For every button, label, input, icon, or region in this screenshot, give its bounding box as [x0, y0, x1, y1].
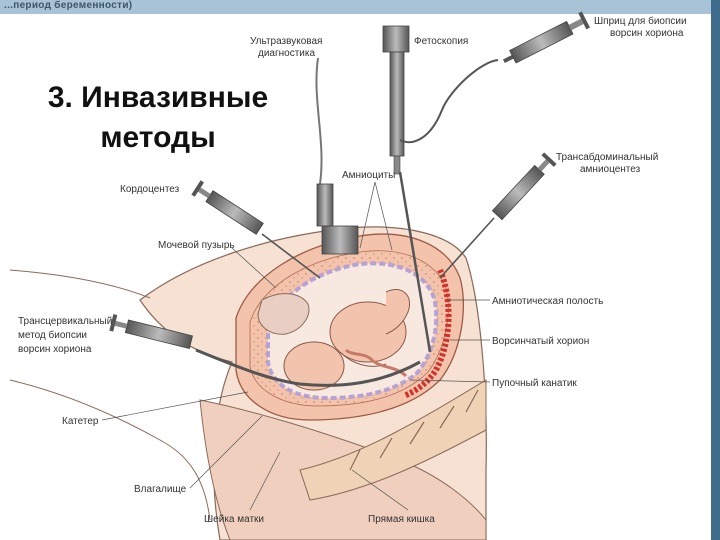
villous-chorion	[402, 268, 452, 399]
label-syringe-chorion-2: ворсин хориона	[610, 28, 684, 39]
umbilical-cord	[344, 348, 408, 378]
syringe-chorion-biopsy	[399, 11, 590, 144]
label-catheter: Катетер	[62, 416, 99, 427]
syringe-transabdominal-amniocentesis	[439, 152, 557, 279]
spine	[299, 379, 487, 501]
top-strip-text: ...период беременности)	[4, 0, 133, 11]
label-villous-chorion: Ворсинчатый хорион	[492, 336, 589, 347]
label-vagina: Влагалище	[134, 484, 187, 495]
top-strip: ...период беременности)	[0, 0, 720, 14]
right-edge-bar	[711, 0, 720, 540]
label-umbilical-cord: Пупочный канатик	[492, 378, 577, 389]
syringe-cordocentesis	[191, 180, 321, 279]
label-fetoscopy: Фетоскопия	[414, 36, 468, 47]
label-cordocentesis: Кордоцентез	[120, 184, 180, 195]
label-bladder: Мочевой пузырь	[158, 240, 235, 251]
bladder	[257, 293, 310, 335]
label-ultrasound-1: Ультразвуковая	[250, 36, 322, 47]
fetoscope	[382, 25, 432, 353]
label-transabdominal-2: амниоцентез	[580, 164, 641, 175]
label-amniocytes: Амниоциты	[342, 170, 395, 181]
leader-lines	[101, 181, 491, 511]
slide-title: 3. Инвазивные методы	[8, 78, 308, 158]
label-ultrasound-2: диагностика	[258, 48, 315, 59]
label-transcervical-2: метод биопсии	[18, 329, 87, 341]
label-syringe-chorion-1: Шприц для биопсии	[594, 15, 687, 27]
slide-title-line2: методы	[100, 121, 216, 154]
label-transcervical-1: Трансцервикальный	[18, 316, 112, 327]
label-rectum: Прямая кишка	[368, 514, 435, 525]
label-cervix: Шейка матки	[204, 514, 264, 525]
fetus	[283, 289, 410, 391]
syringe-transcervical	[109, 314, 421, 387]
slide-title-line1: 3. Инвазивные	[47, 81, 269, 114]
label-transcervical-3: ворсин хориона	[18, 344, 92, 355]
label-amniotic-cavity: Амниотическая полость	[492, 296, 603, 307]
ultrasound-probe	[315, 57, 359, 255]
label-transabdominal-1: Трансабдоминальный	[556, 151, 658, 163]
